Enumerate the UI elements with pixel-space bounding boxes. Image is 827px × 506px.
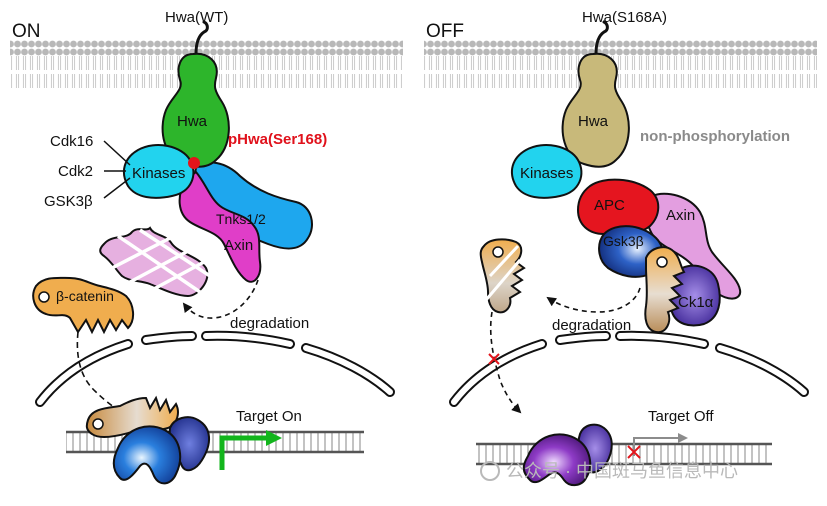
panel-on: ON Hwa(WT) Hwa Kinases Tnks1/2 Axin pHwa… [10,9,403,485]
watermark: 公众号 · 中国斑马鱼信息中心 [480,461,738,481]
watermark-text: 公众号 · 中国斑马鱼信息中心 [506,461,738,481]
gsk3b-label: Gsk3β [603,233,644,249]
degraded-catenin-off [479,238,526,314]
kinases-label-on: Kinases [132,165,185,182]
kinase-line-1 [103,140,131,166]
degradation-label-off: degradation [552,317,631,334]
target-off-arrowhead [678,433,688,443]
axin-protein-on [178,170,262,283]
receptor-label-mutant: Hwa(S168A) [582,9,667,26]
phospho-label: pHwa(Ser168) [228,131,327,148]
beta-catenin-protein [32,276,134,335]
kinase-name-3: GSK3β [44,193,93,210]
plasma-membrane-off [424,40,817,88]
block-cross-mark [488,353,500,365]
degraded-catenin-on [99,226,211,298]
tcf-protein-on [112,425,182,485]
catenin-in-complex [644,246,686,334]
state-label-off: OFF [426,21,464,42]
tcf-protein-off [522,433,592,486]
catenin-label: β-catenin [56,288,114,304]
kinase-name-2: Cdk2 [58,163,93,180]
apc-label: APC [594,197,625,214]
panel-off: OFF Hwa(S168A) Hwa non-phosphorylation K… [424,9,817,486]
target-on-arrowhead [266,430,282,446]
hwa-tail-wt [194,20,209,56]
target-off-label: Target Off [648,408,714,425]
target-on-label: Target On [236,408,302,425]
receptor-label-wt: Hwa(WT) [165,9,228,26]
nuclear-envelope-off [449,330,809,407]
phospho-site-dot [188,157,200,169]
state-label-on: ON [12,21,41,42]
target-on-arrow [219,435,268,470]
target-off-cross [627,445,641,459]
hwa-label-on: Hwa [177,113,208,130]
kinase-line-3 [103,177,131,199]
axin-label-off: Axin [666,207,695,224]
degradation-label-on: degradation [230,315,309,332]
kinases-protein-off [510,144,583,199]
ck1a-label: Ck1α [678,294,714,311]
wechat-icon [480,461,500,481]
kinases-protein-on [122,144,195,199]
catenin-hole-nuclear [92,418,104,430]
tnks-label: Tnks1/2 [216,211,266,227]
axin-label-on: Axin [224,237,253,254]
target-off-arrow [633,437,680,456]
non-phosphorylation-label: non-phosphorylation [640,128,790,145]
nuclear-envelope-on [35,330,395,407]
blocked-import-arrow [489,311,522,414]
hwa-tail-mutant [594,20,609,56]
hwa-wt-protein [161,52,230,168]
kinase-name-1: Cdk16 [50,133,93,150]
kinases-label-off: Kinases [520,165,573,182]
hwa-mutant-protein [561,52,630,168]
degradation-arrow-off [546,287,641,313]
catenin-complex-hole [656,256,668,268]
hwa-label-off: Hwa [578,113,609,130]
